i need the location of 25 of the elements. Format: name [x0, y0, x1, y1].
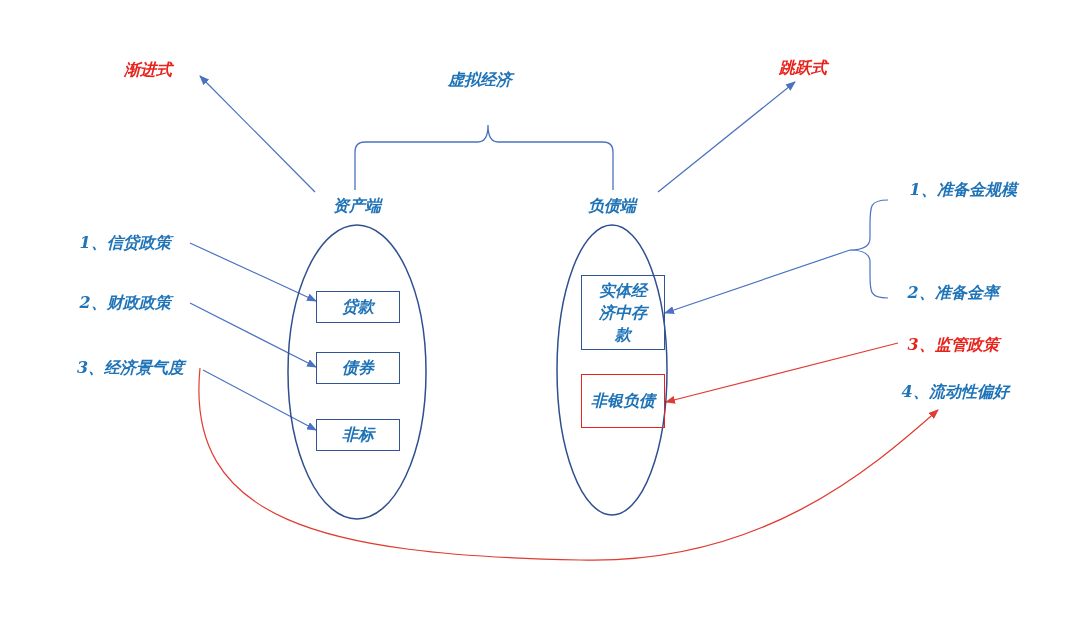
text-box: 非标	[316, 419, 400, 451]
label: 1、信贷政策	[55, 231, 195, 255]
heading: 资产端	[332, 195, 384, 217]
label: 2、准备金率	[888, 281, 1018, 305]
label: 3、经济景气度	[58, 356, 203, 380]
arrow	[199, 75, 316, 193]
label: 1、准备金规模	[888, 178, 1038, 202]
arrow	[198, 367, 939, 561]
arrow	[664, 199, 889, 314]
label: 2、财政政策	[55, 291, 195, 315]
text-box: 非银负债	[581, 374, 665, 428]
label: 虚拟经济	[430, 68, 530, 92]
arrow	[657, 81, 796, 193]
text-box: 债券	[316, 352, 400, 384]
label: 3、监管政策	[888, 333, 1018, 357]
text-box: 贷款	[316, 291, 400, 323]
label: 跳跃式	[765, 56, 841, 80]
arrow	[189, 302, 317, 368]
arrow	[202, 369, 317, 431]
label: 渐进式	[110, 58, 186, 82]
text-box: 实体经济中存款	[581, 275, 665, 350]
arrow	[665, 342, 899, 404]
arrow	[189, 242, 317, 302]
label: 4、流动性偏好	[880, 380, 1030, 404]
heading: 负债端	[587, 195, 639, 217]
